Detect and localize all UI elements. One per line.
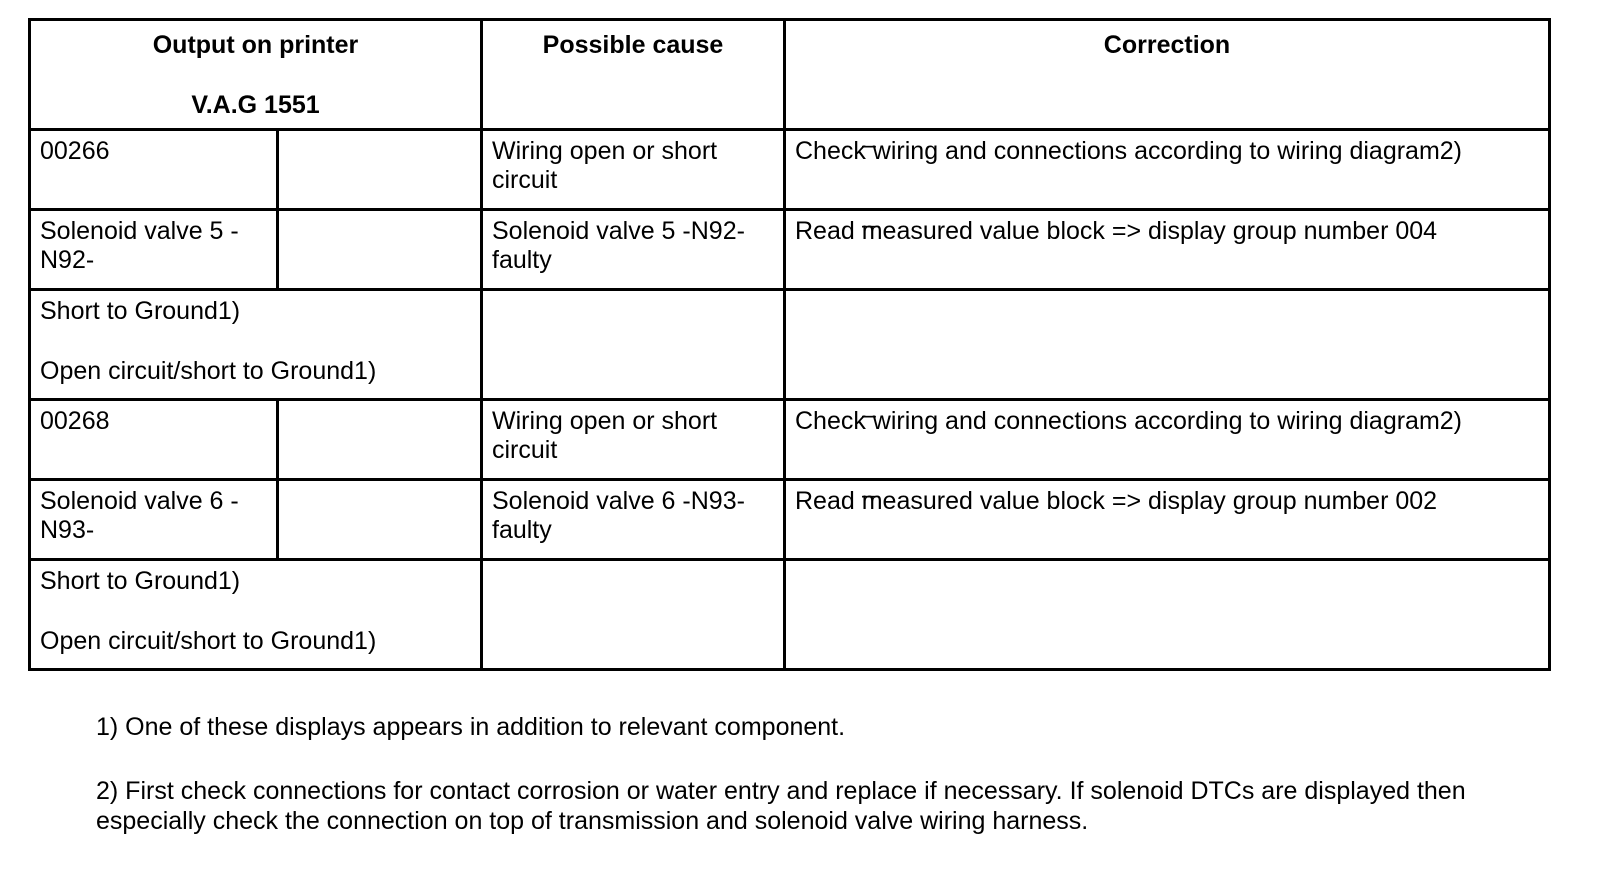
header-correction: Correction <box>783 18 1551 131</box>
dtc-code: 00266 <box>28 128 279 211</box>
dash-marker: – <box>862 131 876 159</box>
empty-cell <box>480 288 786 401</box>
correction-text: Check wiring and connections according t… <box>795 137 1463 165</box>
empty-cell <box>276 478 483 561</box>
empty-cell <box>480 558 786 671</box>
correction-text: Check wiring and connections according t… <box>795 407 1463 435</box>
fault-type: Open circuit/short to Ground1) <box>40 627 377 655</box>
table-row: Solenoid valve 5 -N92- Solenoid valve 5 … <box>28 208 1551 291</box>
table-row: Short to Ground1) Open circuit/short to … <box>28 288 1551 401</box>
fault-type: Short to Ground1) <box>40 567 241 595</box>
header-cause: Possible cause <box>480 18 786 131</box>
footnotes: 1) One of these displays appears in addi… <box>96 712 1546 870</box>
footnote-1: 1) One of these displays appears in addi… <box>96 713 846 741</box>
fault-type: Short to Ground1) <box>40 297 241 325</box>
footnote-2: 2) First check connections for contact c… <box>96 777 1466 835</box>
correction-cell: – Read measured value block => display g… <box>783 478 1551 561</box>
empty-cell <box>783 558 1551 671</box>
fault-types: Short to Ground1) Open circuit/short to … <box>28 558 483 671</box>
dash-marker: – <box>862 401 876 429</box>
header-output: Output on printer V.A.G 1551 <box>28 18 483 131</box>
dash-marker: – <box>862 481 876 509</box>
empty-cell <box>276 128 483 211</box>
possible-cause: Solenoid valve 5 -N92- faulty <box>480 208 786 291</box>
dtc-code: 00268 <box>28 398 279 481</box>
table-row: 00266 Wiring open or short circuit – Che… <box>28 128 1551 211</box>
empty-cell <box>783 288 1551 401</box>
table-row: 00268 Wiring open or short circuit – Che… <box>28 398 1551 481</box>
component-name: Solenoid valve 5 -N92- <box>28 208 279 291</box>
table-row: Short to Ground1) Open circuit/short to … <box>28 558 1551 671</box>
table-row: Solenoid valve 6 -N93- Solenoid valve 6 … <box>28 478 1551 561</box>
empty-cell <box>276 398 483 481</box>
possible-cause: Wiring open or short circuit <box>480 398 786 481</box>
fault-types: Short to Ground1) Open circuit/short to … <box>28 288 483 401</box>
empty-cell <box>276 208 483 291</box>
correction-cell: – Check wiring and connections according… <box>783 398 1551 481</box>
dtc-table: Output on printer V.A.G 1551 Possible ca… <box>28 18 1551 671</box>
table-header-row: Output on printer V.A.G 1551 Possible ca… <box>28 18 1551 131</box>
header-output-title: Output on printer <box>152 31 359 59</box>
header-output-device: V.A.G 1551 <box>191 91 320 119</box>
correction-text: Read measured value block => display gro… <box>795 217 1438 245</box>
possible-cause: Solenoid valve 6 -N93- faulty <box>480 478 786 561</box>
correction-cell: – Read measured value block => display g… <box>783 208 1551 291</box>
correction-text: Read measured value block => display gro… <box>795 487 1438 515</box>
dash-marker: – <box>862 211 876 239</box>
component-name: Solenoid valve 6 -N93- <box>28 478 279 561</box>
possible-cause: Wiring open or short circuit <box>480 128 786 211</box>
fault-type: Open circuit/short to Ground1) <box>40 357 377 385</box>
correction-cell: – Check wiring and connections according… <box>783 128 1551 211</box>
